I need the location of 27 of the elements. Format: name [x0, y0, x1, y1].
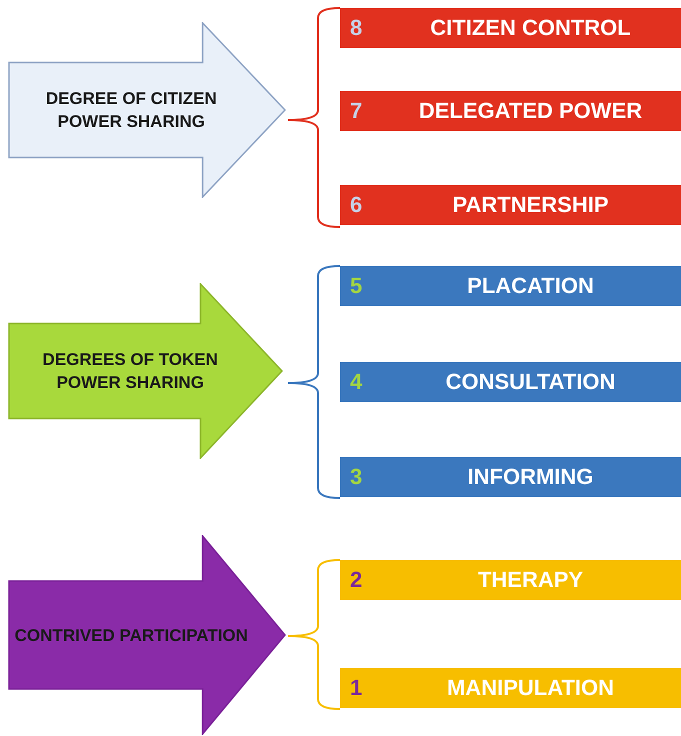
- level-number: 8: [350, 14, 362, 42]
- level-title: PLACATION: [466, 272, 595, 300]
- level-title: PARTNERSHIP: [451, 191, 610, 219]
- level-number: 5: [350, 272, 362, 300]
- arrow-label: DEGREE OF CITIZEN POWER SHARING: [44, 88, 218, 133]
- level-title: CONSULTATION: [444, 368, 616, 396]
- level-title: DELEGATED POWER: [418, 97, 644, 125]
- level-number: 3: [350, 463, 362, 491]
- arrow-label: DEGREES OF TOKEN POWER SHARING: [42, 348, 219, 394]
- level-title: MANIPULATION: [446, 674, 616, 702]
- level-title: CITIZEN CONTROL: [429, 14, 632, 42]
- level-number: 6: [350, 191, 362, 219]
- level-number: 7: [350, 97, 362, 125]
- level-bar: [340, 362, 681, 402]
- level-bar: [340, 560, 681, 600]
- level-bar: [340, 457, 681, 497]
- level-bar: [340, 668, 681, 708]
- level-title: INFORMING: [466, 463, 594, 491]
- level-number: 2: [350, 566, 362, 594]
- level-title: THERAPY: [476, 566, 584, 594]
- level-bar: [340, 8, 681, 48]
- level-bar: [340, 266, 681, 306]
- arrow-label: CONTRIVED PARTICIPATION: [14, 624, 248, 646]
- level-number: 1: [350, 674, 362, 702]
- level-number: 4: [350, 368, 362, 396]
- level-bar: [340, 185, 681, 225]
- level-bar: [340, 91, 681, 131]
